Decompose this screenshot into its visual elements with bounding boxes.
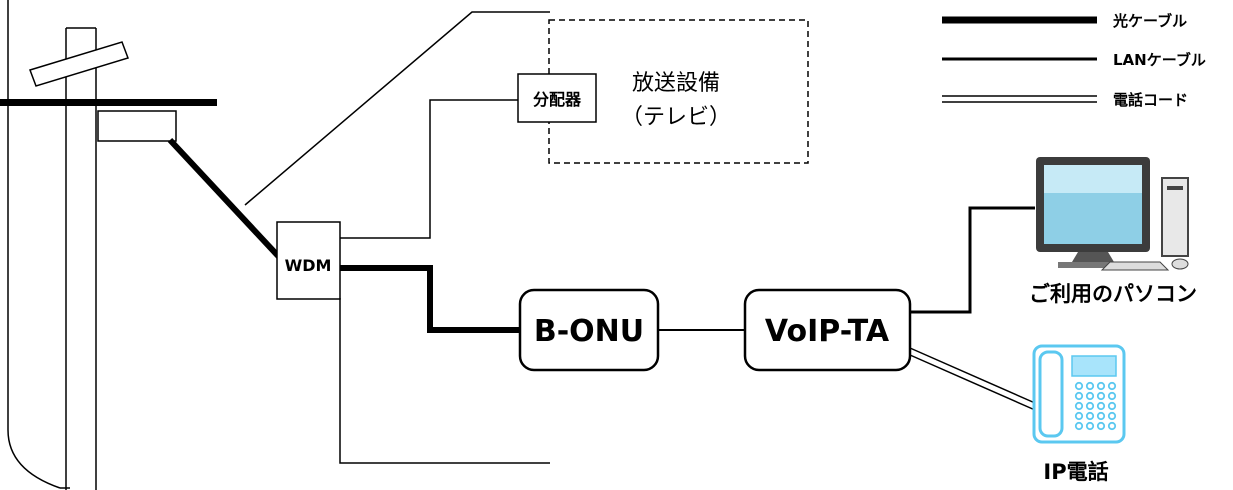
- building-wire-line: [339, 298, 550, 464]
- building-outline: [7, 0, 61, 489]
- broadcast-subtitle: （テレビ）: [621, 105, 731, 130]
- broadcast-feed-line: [244, 11, 550, 206]
- coax-to-splitter-line: [340, 99, 518, 239]
- broadcast-title: 放送設備: [632, 71, 720, 96]
- legend: 光ケーブル LANケーブル 電話コード: [942, 12, 1206, 109]
- splitter-label: 分配器: [533, 90, 582, 109]
- voip-box: [743, 288, 912, 372]
- legend-lan-label: LANケーブル: [1113, 51, 1206, 69]
- bonu-label: B-ONU: [534, 314, 644, 349]
- ip-phone-label: IP電話: [1043, 460, 1108, 484]
- wdm-label: WDM: [285, 256, 332, 275]
- utility-pole-icon: [0, 27, 217, 490]
- wdm-box: [276, 221, 341, 300]
- splitter-box: [517, 73, 597, 123]
- voip-label: VoIP-TA: [765, 314, 890, 349]
- optical-cable-to-onu: [340, 265, 520, 333]
- computer-icon: [1036, 157, 1189, 271]
- lan-cable-to-pc: [910, 206, 1035, 314]
- legend-optical-label: 光ケーブル: [1112, 12, 1187, 30]
- phone-cord-a: [909, 347, 1036, 404]
- ip-phone-icon: [1032, 344, 1126, 444]
- legend-phone-label: 電話コード: [1113, 91, 1188, 109]
- optical-cable-drop: [167, 137, 283, 261]
- pc-label: ご利用のパソコン: [1029, 282, 1197, 306]
- phone-cord-b: [909, 354, 1036, 411]
